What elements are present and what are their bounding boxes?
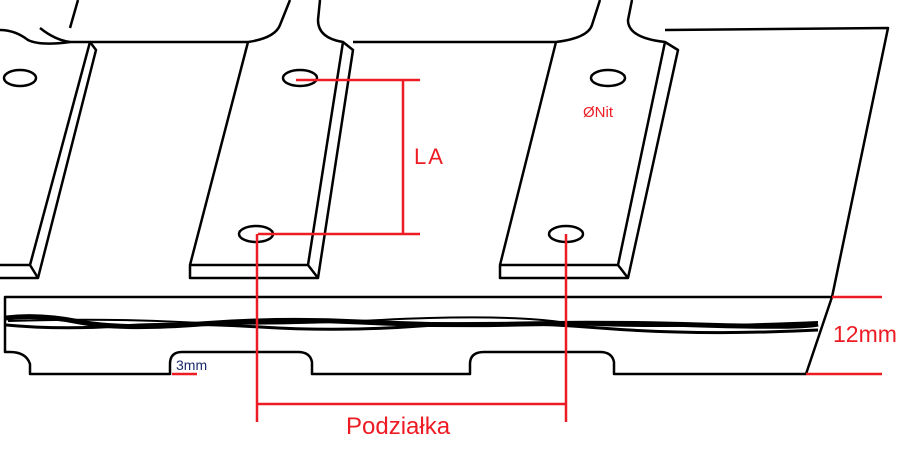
- la-label: LA: [414, 144, 445, 169]
- rivet-diameter-label: ØNit: [583, 104, 613, 121]
- tab-2: [188, 0, 355, 280]
- rivet-hole: [2, 68, 38, 88]
- thickness-label: 12mm: [833, 321, 897, 347]
- rivet-hole: [589, 68, 627, 88]
- la-dimension-line: [258, 78, 420, 236]
- pitch-label: Podziałka: [346, 413, 451, 440]
- rivet-hole: [281, 68, 319, 88]
- tab-1: [0, 0, 98, 280]
- belt-outline: [3, 295, 834, 376]
- top-band-outline: [39, 26, 890, 298]
- top-band-left: [0, 28, 71, 45]
- tab-3: [498, 0, 680, 280]
- notch-depth-label: 3mm: [176, 357, 208, 373]
- thickness-dimension-line: [806, 295, 882, 376]
- belt-core: [5, 314, 819, 335]
- pitch-dimension-line: [255, 234, 568, 422]
